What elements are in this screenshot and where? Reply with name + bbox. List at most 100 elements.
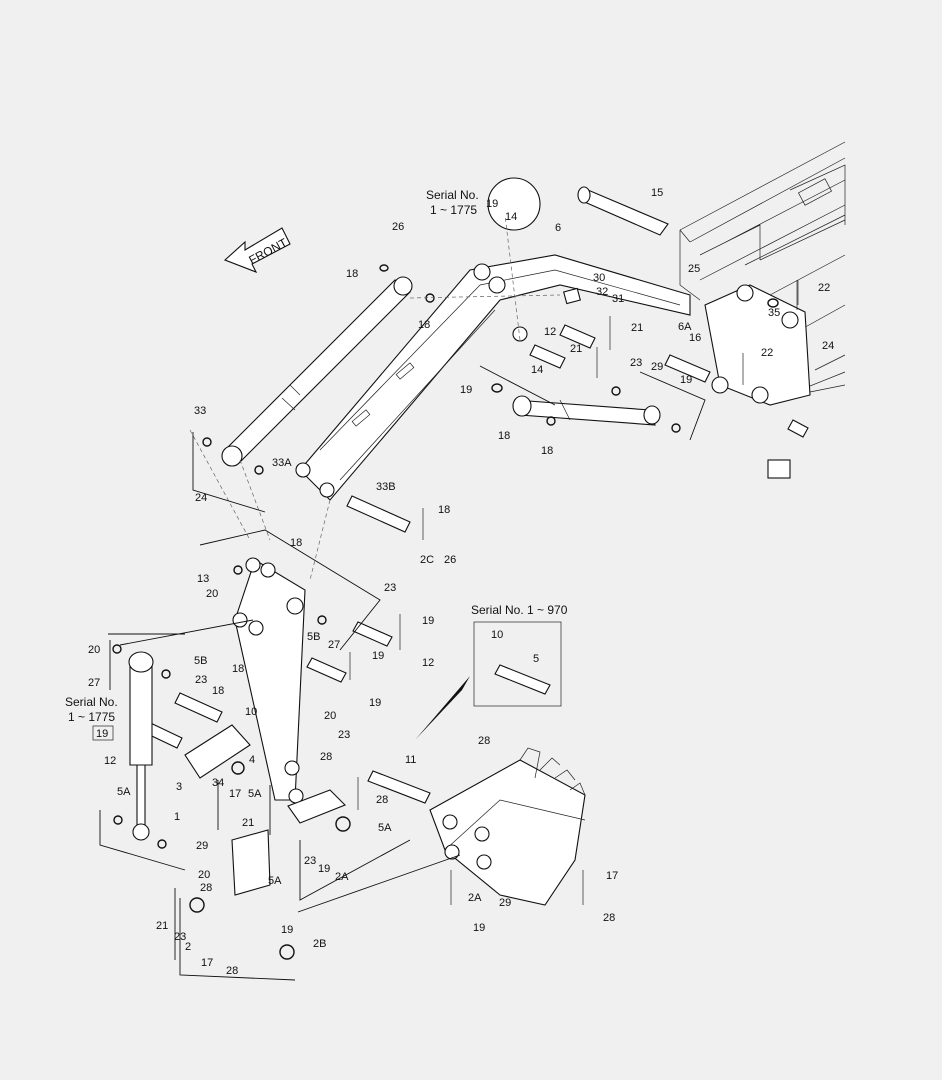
swing-bracket <box>704 284 811 406</box>
callout-label: 29 <box>651 361 663 373</box>
callout-label: 23 <box>174 931 186 943</box>
callout-label: 31 <box>612 293 624 305</box>
callout-label: 17 <box>606 870 618 882</box>
callout-label: 21 <box>242 817 254 829</box>
svg-text:1 ~ 1775: 1 ~ 1775 <box>68 710 115 724</box>
callout-label: 2B <box>313 938 326 950</box>
callout-label: 21 <box>570 343 582 355</box>
callout-label: 5A <box>117 786 131 798</box>
callout-label: 19 <box>422 615 434 627</box>
callout-label: 33 <box>194 405 206 417</box>
callout-label: 2 <box>185 941 191 953</box>
callout-label: 17 <box>229 788 241 800</box>
callout-label: 25 <box>688 263 700 275</box>
callout-label: 6 <box>555 222 561 234</box>
callout-label: 26 <box>392 221 404 233</box>
bracket-lines <box>99 365 706 981</box>
bucket <box>429 747 586 906</box>
callout-label: 2A <box>468 892 482 904</box>
callout-label: 12 <box>544 326 556 338</box>
callout-label: 2C <box>420 554 434 566</box>
rings <box>112 264 779 960</box>
callout-label: 5A <box>378 822 392 834</box>
callout-label: 1 <box>174 811 180 823</box>
callout-label: 22 <box>818 282 830 294</box>
callout-label: 5A <box>268 875 282 887</box>
callout-label: 19 <box>372 650 384 662</box>
callout-label: 11 <box>405 754 416 766</box>
detail-box <box>473 621 562 707</box>
callout-leader-triangle <box>415 676 470 740</box>
callout-label: 29 <box>196 840 208 852</box>
callout-label: 21 <box>631 322 643 334</box>
callout-label: 17 <box>201 957 213 969</box>
callout-label: 23 <box>384 582 396 594</box>
bolts <box>349 280 799 905</box>
callout-label: 5 <box>533 653 539 665</box>
callout-label: 18 <box>232 663 244 675</box>
callout-label: 16 <box>689 332 701 344</box>
callout-label: 23 <box>304 855 316 867</box>
callout-label: 18 <box>212 685 224 697</box>
boom <box>295 254 691 501</box>
callout-label: 12 <box>422 657 434 669</box>
callout-label: 19 <box>473 922 485 934</box>
callout-label: 15 <box>651 187 663 199</box>
callout-label: 23 <box>338 729 350 741</box>
callout-label: 27 <box>88 677 100 689</box>
callout-label: 2A <box>335 871 349 883</box>
svg-text:Serial No.: Serial No. <box>65 695 118 709</box>
callout-label: 14 <box>531 364 543 376</box>
callout-label: 28 <box>603 912 615 924</box>
callout-label: 14 <box>505 211 517 223</box>
callout-label: 5B <box>194 655 207 667</box>
boxed-ref-label: 19 <box>96 728 108 740</box>
callout-label: 28 <box>226 965 238 977</box>
callout-label: 6A <box>678 321 692 333</box>
callout-label: 35 <box>768 307 780 319</box>
guide-lines <box>189 214 561 581</box>
callout-label: 21 <box>156 920 168 932</box>
callout-label: 29 <box>499 897 511 909</box>
callout-label: 19 <box>281 924 293 936</box>
callout-label: 33B <box>376 481 396 493</box>
bucket-links <box>184 724 346 896</box>
callout-label: 19 <box>460 384 472 396</box>
callout-label: 5A <box>248 788 262 800</box>
arm-cylinder <box>512 395 661 426</box>
callout-label: 27 <box>328 639 340 651</box>
svg-text:Serial No.: Serial No. <box>426 188 479 202</box>
callout-label: 30 <box>593 272 605 284</box>
callout-label: 20 <box>324 710 336 722</box>
callout-label: 19 <box>318 863 330 875</box>
callout-label: 19 <box>369 697 381 709</box>
callout-label: 24 <box>822 340 834 352</box>
callout-label: 34 <box>212 777 224 789</box>
callout-label: 24 <box>195 492 207 504</box>
callout-label: 23 <box>630 357 642 369</box>
front-direction-arrow <box>223 227 291 274</box>
callout-label: 4 <box>249 754 255 766</box>
callout-label: 18 <box>290 537 302 549</box>
callout-label: 19 <box>486 198 498 210</box>
callout-label: 18 <box>541 445 553 457</box>
boom-cylinder <box>221 276 413 467</box>
callout-label: 20 <box>198 869 210 881</box>
callout-labels: 2618181561419253032313522211214216A22162… <box>88 187 834 977</box>
callout-label: 18 <box>418 319 430 331</box>
callout-label: 10 <box>491 629 503 641</box>
callout-label: 18 <box>498 430 510 442</box>
callout-label: 28 <box>200 882 212 894</box>
serial-left-note: Serial No. 1 ~ 1775 <box>65 695 118 724</box>
callout-label: 12 <box>104 755 116 767</box>
detail-circle <box>487 177 541 231</box>
callout-label: 20 <box>88 644 100 656</box>
svg-text:1 ~ 1775: 1 ~ 1775 <box>430 203 477 217</box>
callout-label: 33A <box>272 457 292 469</box>
bucket-cylinder <box>128 651 154 841</box>
callout-label: 10 <box>245 706 257 718</box>
callout-label: 18 <box>346 268 358 280</box>
callout-label: 18 <box>438 504 450 516</box>
callout-label: 19 <box>680 374 692 386</box>
